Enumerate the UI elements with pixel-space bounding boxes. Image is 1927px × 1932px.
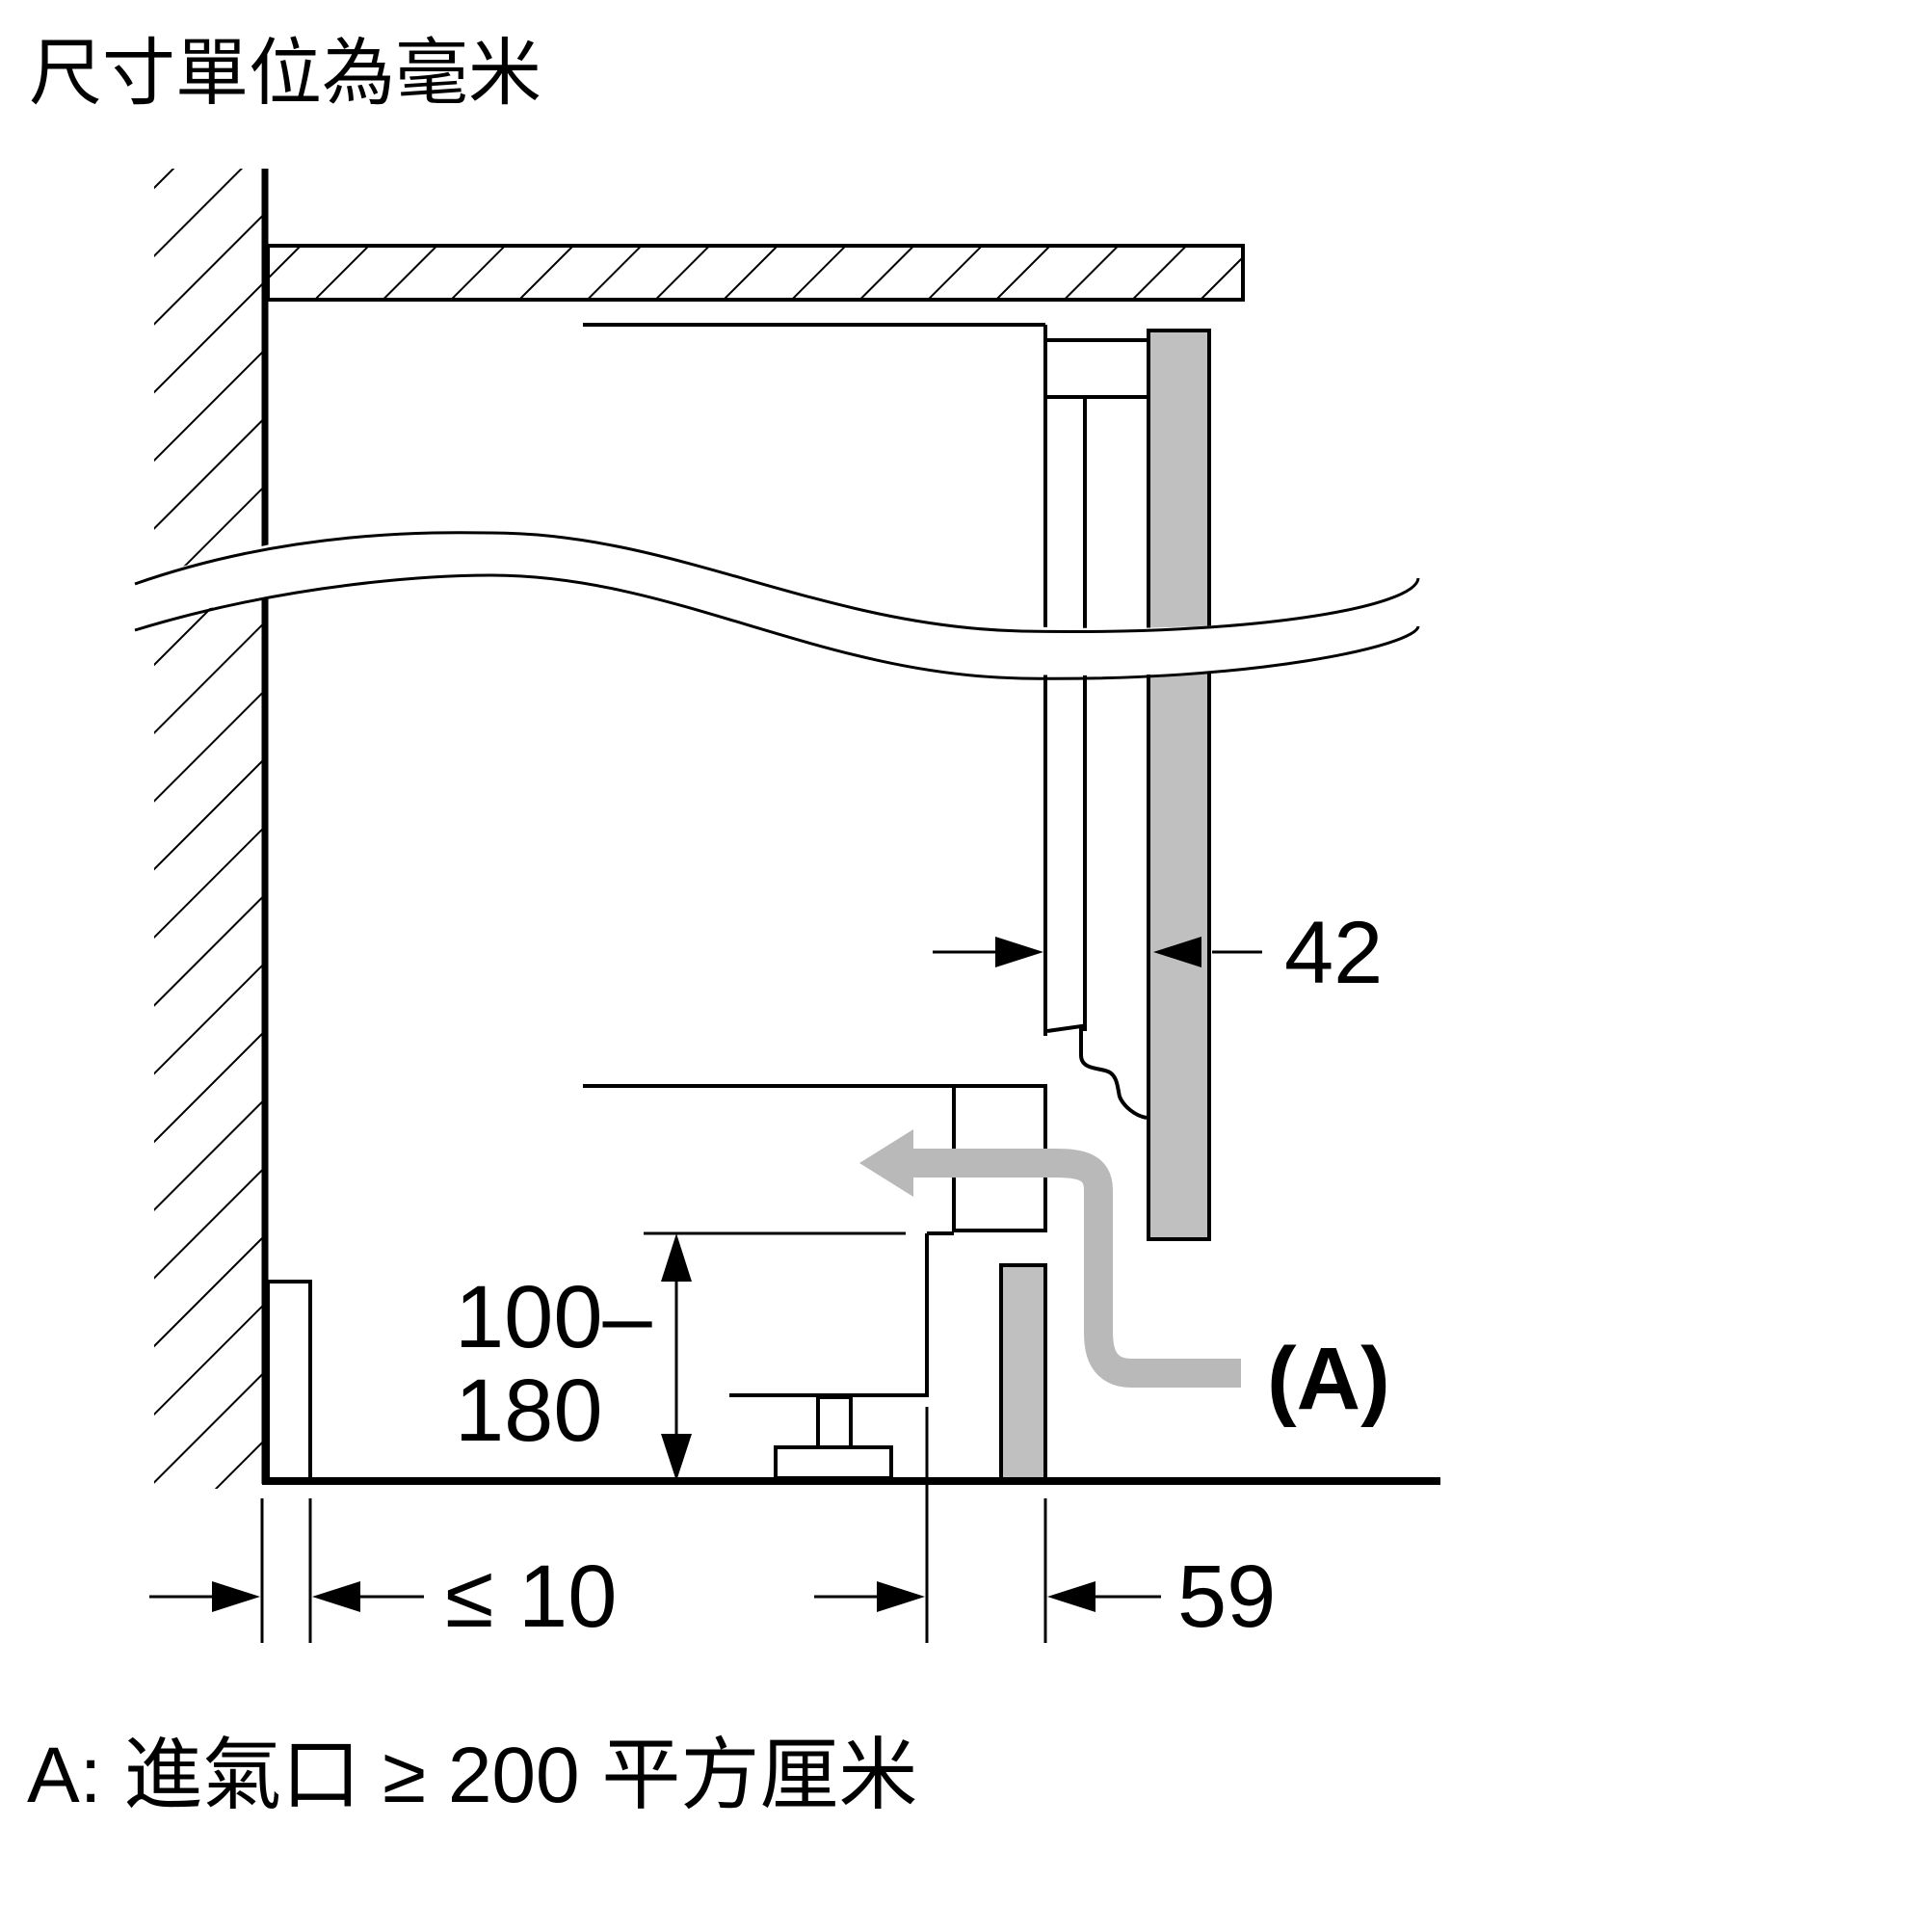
foot-stem [816,1395,853,1449]
dimension-label-100: 100– [455,1268,652,1366]
airflow-arrowhead [859,1129,913,1197]
dimension-label-59: 59 [1177,1548,1276,1646]
break-line-top [134,531,1420,634]
door-profile [1046,1023,1148,1120]
footnote: A: 進氣口 ≥ 200 平方厘米 [27,1732,917,1819]
dimension-59: 59 [814,1548,1276,1646]
dimension-label-180: 180 [455,1362,603,1460]
marker-label-a: (A) [1267,1330,1390,1428]
dimension-label-wall-gap: ≤ 10 [445,1548,617,1646]
plinth-step [729,1233,929,1397]
wall-spacer [266,1280,312,1483]
dimension-42: 42 [933,904,1383,1002]
airflow-arrow [908,1149,1241,1388]
dimension-wall-gap: ≤ 10 [149,1548,617,1646]
foot-pad [774,1445,893,1480]
dimension-label-42: 42 [1284,904,1383,1002]
front-panel [1147,329,1211,1241]
wall-hatching [154,169,262,1489]
plinth-panel [999,1263,1047,1481]
diagram-title: 尺寸單位為毫米 [29,33,541,115]
break-line-bottom [134,573,1420,680]
worktop [266,244,1245,302]
dimension-plinth-height: 100– 180 [455,1231,906,1481]
cabinet-drawing [154,169,1440,1489]
